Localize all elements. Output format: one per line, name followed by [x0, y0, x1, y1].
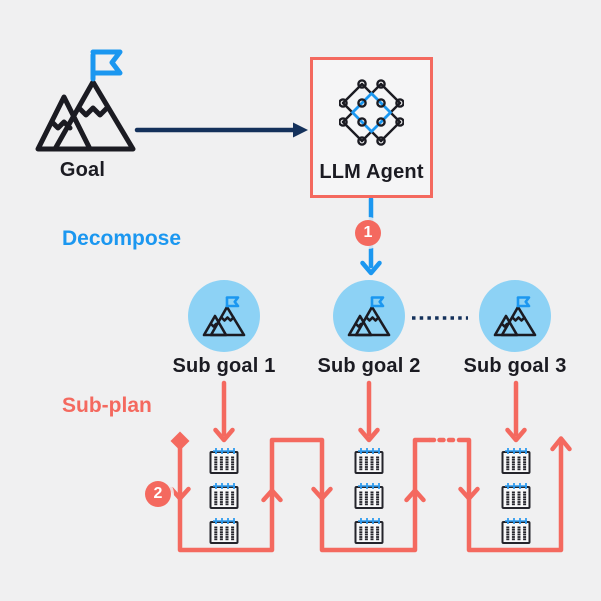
calendar-icon — [209, 518, 239, 544]
subgoal-2-circle — [333, 280, 405, 352]
flow-start-diamond — [170, 431, 190, 451]
step-badge-2: 2 — [145, 481, 171, 507]
goal-mountain-icon — [30, 46, 138, 159]
subgoal-1-label: Sub goal 1 — [172, 355, 276, 377]
calendar-icon — [354, 448, 384, 474]
llm-agent-label: LLM Agent — [319, 161, 424, 183]
subgoal-3-circle — [479, 280, 551, 352]
calendar-icon — [501, 518, 531, 544]
decompose-label: Decompose — [62, 227, 182, 250]
subplan-label: Sub-plan — [62, 394, 152, 417]
llm-agent-box: LLM Agent — [310, 57, 433, 198]
calendar-icon — [209, 483, 239, 509]
goal-label: Goal — [59, 159, 106, 181]
calendar-icon — [209, 448, 239, 474]
mountain-flag-icon — [493, 296, 537, 337]
goal-to-agent-arrow — [134, 122, 308, 138]
subgoal-3-label: Sub goal 3 — [463, 355, 567, 377]
calendar-icon — [501, 448, 531, 474]
mountain-flag-icon — [347, 296, 391, 337]
calendar-icon — [354, 518, 384, 544]
calendar-icon — [501, 483, 531, 509]
subgoal-1-circle — [188, 280, 260, 352]
subgoal-2-label: Sub goal 2 — [317, 355, 421, 377]
subgoal-to-task-arrows — [213, 380, 527, 443]
mountain-flag-icon — [202, 296, 246, 337]
step-badge-1: 1 — [355, 220, 381, 246]
subplan-flow-path — [169, 431, 572, 553]
calendar-icon — [354, 483, 384, 509]
ai-network-icon — [339, 79, 404, 146]
